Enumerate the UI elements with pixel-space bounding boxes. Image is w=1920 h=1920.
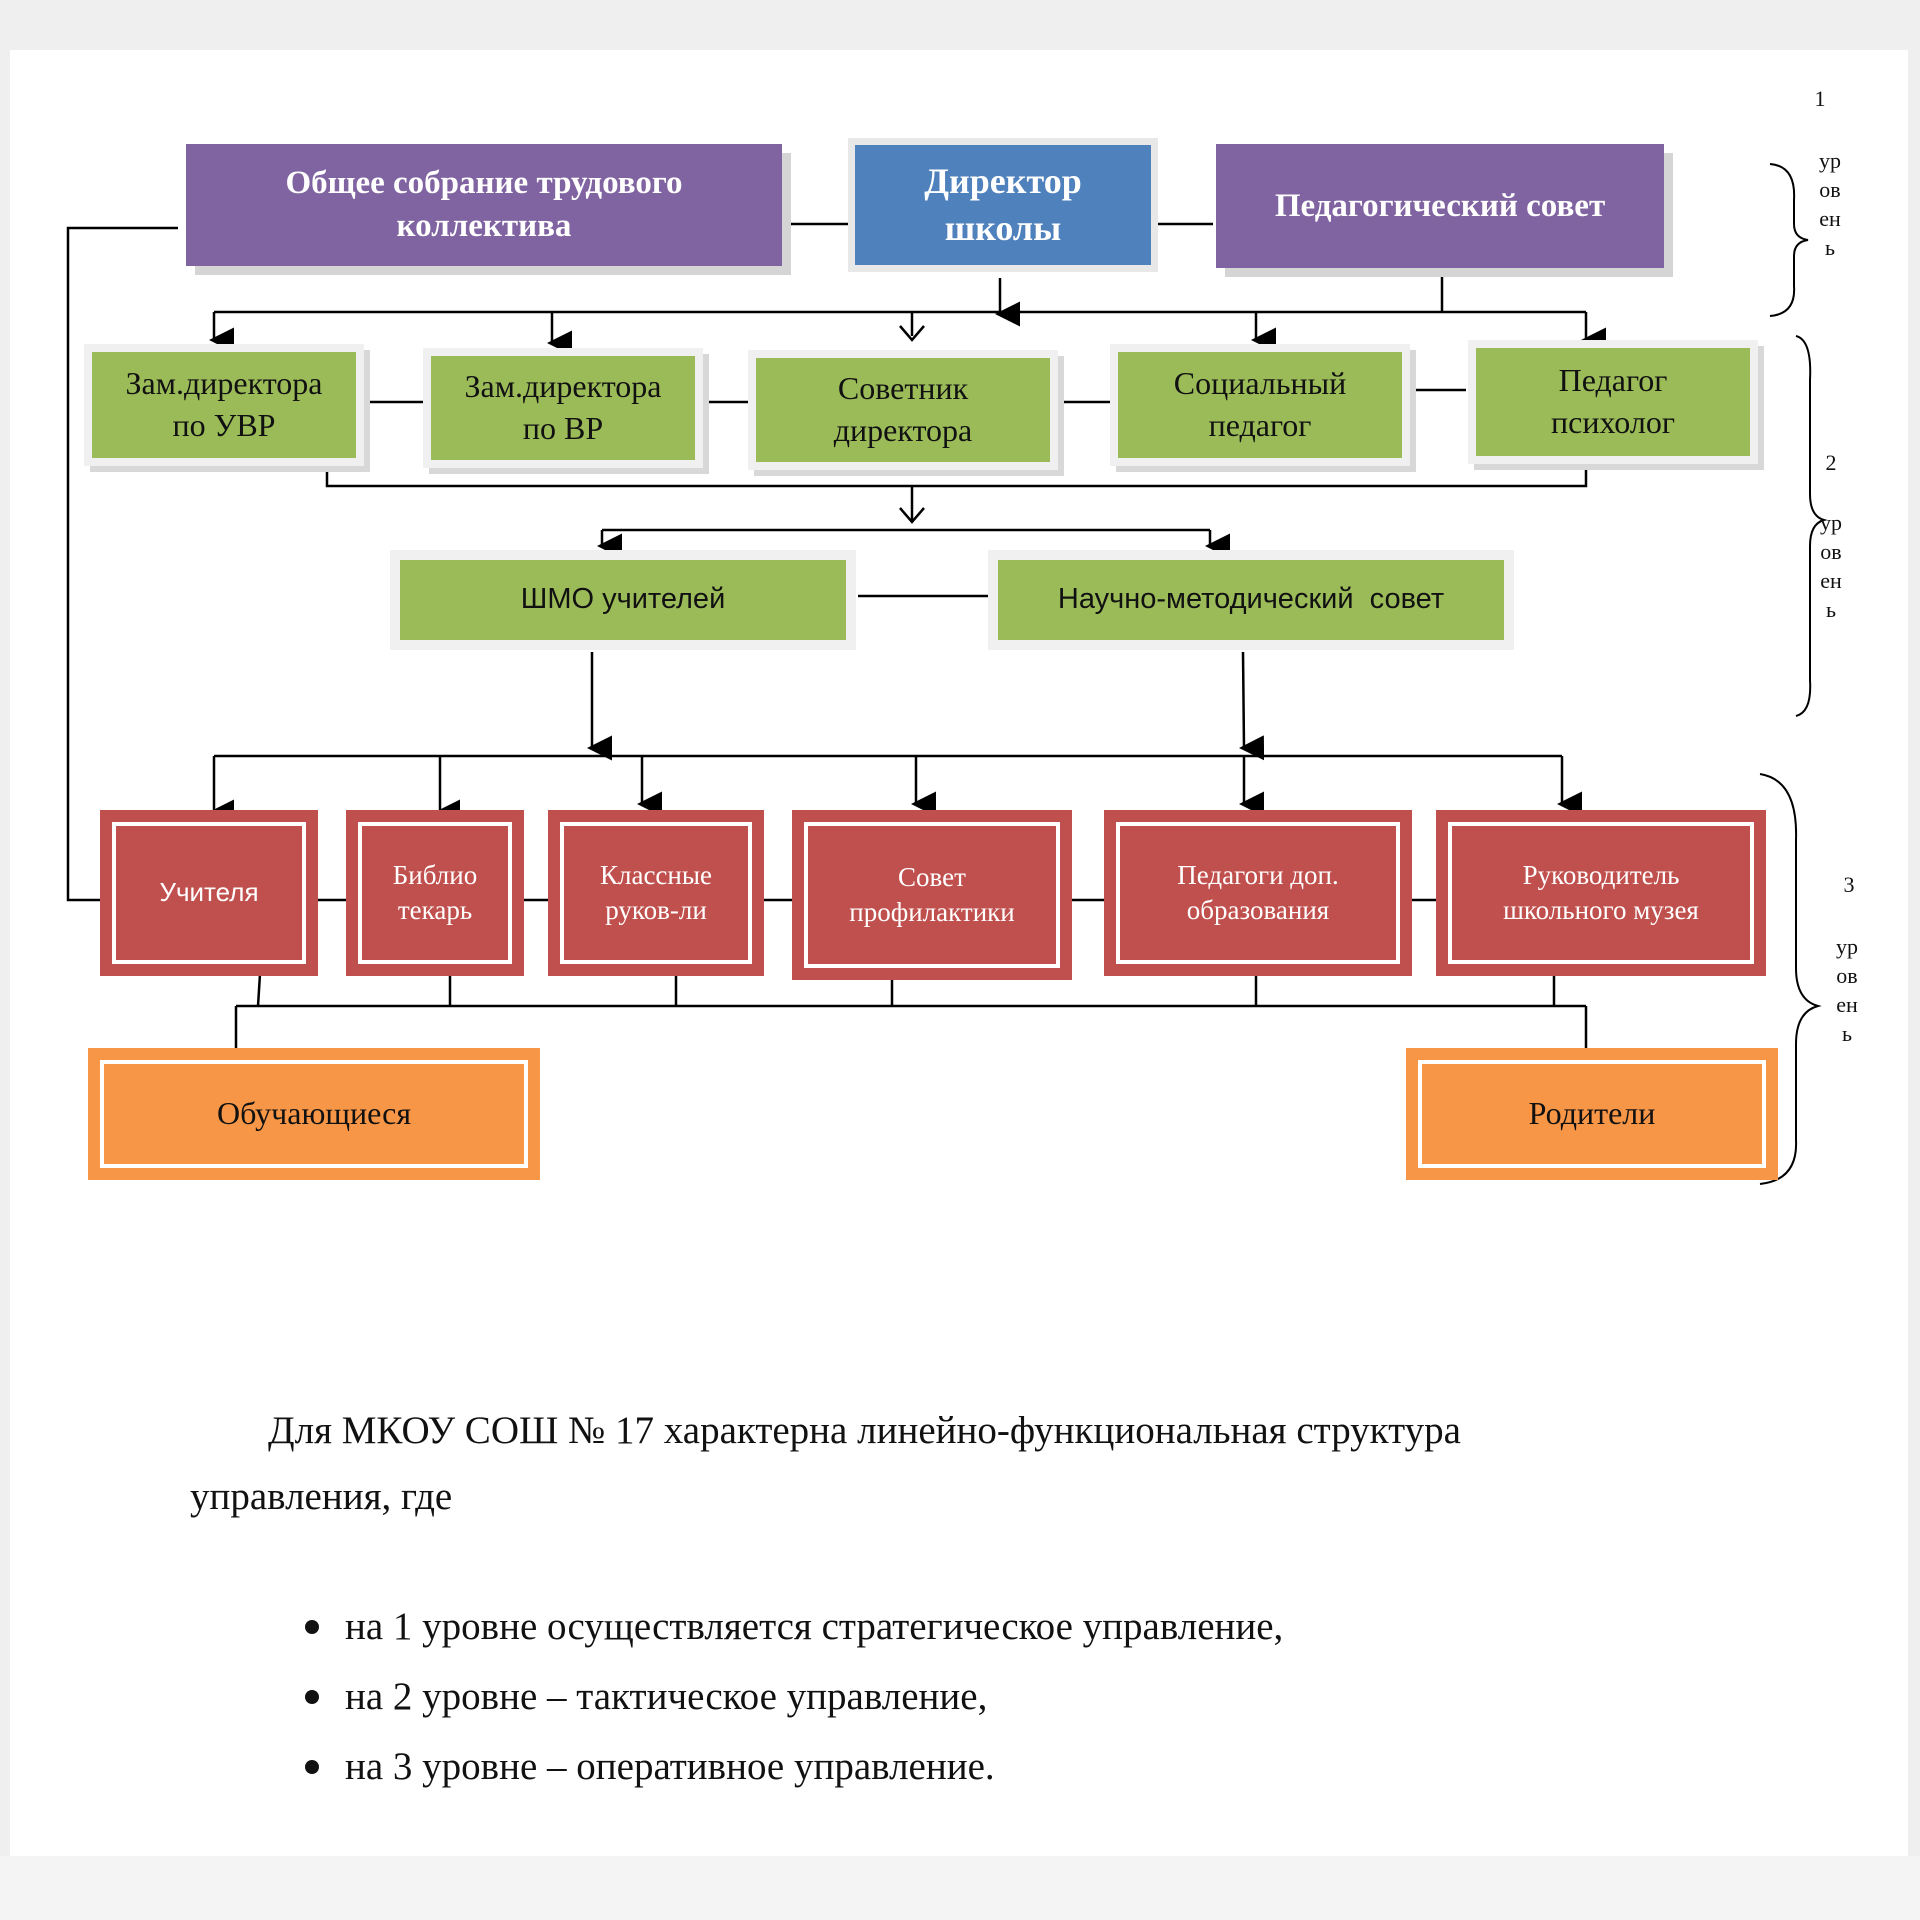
museum-head-label: Руководитель школьного музея [1503, 859, 1699, 925]
brace-level-1 [1769, 163, 1809, 317]
psychologist-label: Педагог психолог [1551, 362, 1675, 440]
level-3-number: 3 [1843, 872, 1855, 897]
extra-education-label: Педагоги доп. образования [1177, 859, 1339, 925]
social-pedagogue-box: Социальный педагог [1110, 344, 1410, 466]
level-1-number: 1 [1814, 86, 1826, 111]
deputy-vr-label: Зам.директора по ВР [464, 368, 662, 446]
link-assembly-teachers [66, 226, 178, 902]
class-leaders-box: Классные руков-ли [548, 810, 764, 976]
level-2-word: уровень [1820, 510, 1842, 622]
teachers-label: Учителя [159, 877, 259, 908]
pedagogical-council-label: Педагогический совет [1274, 187, 1606, 224]
level-2-number: 2 [1825, 450, 1837, 475]
methodic-council-label: Научно-методический совет [1057, 583, 1445, 616]
bullet-item-1: на 1 уровне осуществляется стратегическо… [305, 1604, 1283, 1649]
intro-line-1: Для МКОУ СОШ № 17 характерна линейно-фун… [268, 1409, 1461, 1452]
extra-education-box: Педагоги доп. образования [1104, 810, 1412, 976]
bullet-item-3: на 3 уровне – оперативное управление. [305, 1744, 995, 1789]
bullet-dot [305, 1619, 319, 1634]
students-label: Обучающиеся [216, 1095, 412, 1132]
shmo-box: ШМО учителей [390, 550, 856, 650]
level2-collect-bar [325, 458, 1588, 488]
bullet-text-3: на 3 уровне – оперативное управление. [345, 1745, 995, 1788]
advisor-label: Советник директора [833, 370, 973, 448]
students-box: Обучающиеся [88, 1048, 540, 1180]
open-arrow-methodic [899, 507, 925, 524]
class-leaders-label: Классные руков-ли [599, 859, 712, 925]
psychologist-box: Педагог психолог [1468, 340, 1758, 464]
general-assembly-box: Общее собрание трудового коллектива [186, 144, 782, 266]
deputy-uvr-label: Зам.директора по УВР [125, 365, 323, 443]
bullet-dot [305, 1759, 319, 1774]
museum-head-box: Руководитель школьного музея [1436, 810, 1766, 976]
bullet-item-2: на 2 уровне – тактическое управление, [305, 1674, 987, 1719]
deputy-vr-box: Зам.директора по ВР [423, 348, 703, 468]
brace-level-2 [1795, 335, 1828, 717]
level-3-word: уровень [1836, 934, 1858, 1046]
brace-level-3 [1759, 773, 1822, 1185]
level-braces [1759, 163, 1828, 1185]
prevention-council-box: Совет профилактики [792, 810, 1072, 980]
methodic-council-box: Научно-методический совет [988, 550, 1514, 650]
advisor-box: Советник директора [748, 350, 1058, 470]
director-label: Директор школы [924, 161, 1082, 248]
open-arrow-advisor [899, 325, 925, 342]
deputy-uvr-box: Зам.директора по УВР [84, 344, 364, 466]
librarian-box: Библио текарь [346, 810, 524, 976]
level-1-word: уровень [1819, 148, 1841, 260]
parents-label: Родители [1528, 1095, 1656, 1132]
page-bottom-band [0, 1856, 1920, 1920]
prevention-council-label: Совет профилактики [849, 861, 1015, 927]
shmo-label: ШМО учителей [520, 583, 726, 616]
teachers-box: Учителя [100, 810, 318, 976]
bullet-dot [305, 1689, 319, 1704]
director-box: Директор школы [848, 138, 1158, 272]
general-assembly-label: Общее собрание трудового коллектива [285, 165, 683, 244]
bullet-text-1: на 1 уровне осуществляется стратегическо… [345, 1605, 1284, 1648]
social-pedagogue-label: Социальный педагог [1173, 365, 1347, 443]
parents-box: Родители [1406, 1048, 1778, 1180]
pedagogical-council-box: Педагогический совет [1216, 144, 1664, 268]
librarian-label: Библио текарь [392, 859, 478, 925]
bullet-text-2: на 2 уровне – тактическое управление, [345, 1675, 988, 1718]
intro-line-2: управления, где [190, 1475, 453, 1518]
